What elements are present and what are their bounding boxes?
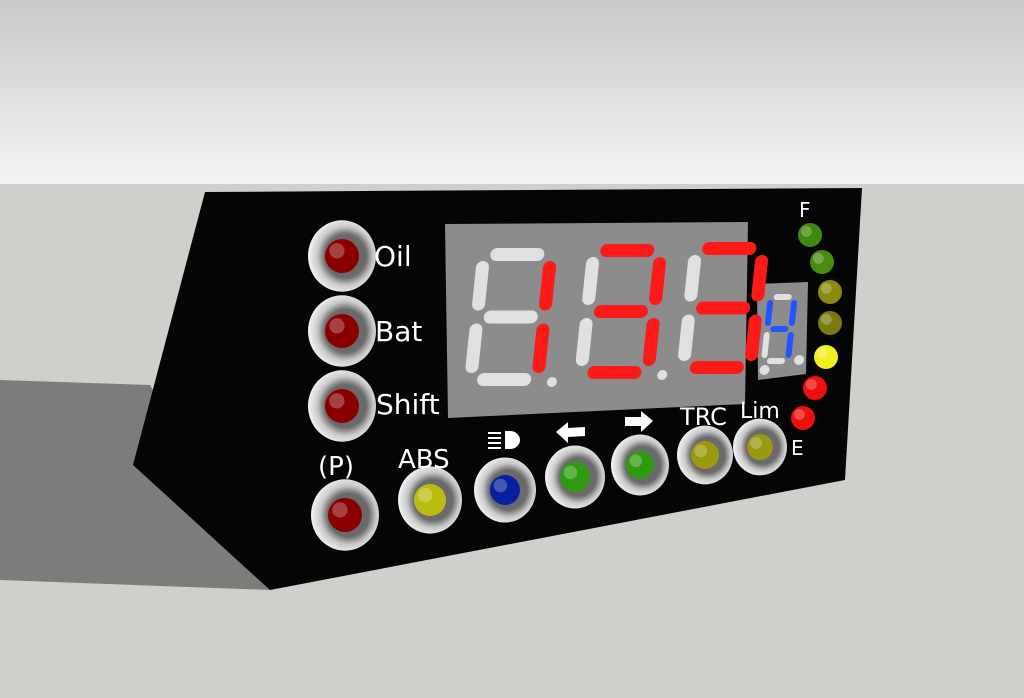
segment-d [766, 358, 785, 364]
trc-led [677, 425, 733, 485]
segment-d [477, 373, 532, 386]
left-turn-led [545, 445, 605, 509]
fuel-full-label: F [799, 198, 811, 222]
fuel-led [803, 376, 827, 400]
segment-c [745, 314, 762, 361]
segment-g [770, 326, 789, 332]
segment-c [532, 323, 550, 373]
led-layer [308, 220, 842, 551]
fuel-led [818, 280, 842, 304]
segment-a [490, 248, 545, 261]
segment-a [600, 244, 655, 257]
decimal-point [546, 377, 557, 387]
decimal-point [657, 370, 668, 380]
bat-label: Bat [375, 315, 422, 348]
fuel-led [791, 406, 815, 430]
segment-g [593, 305, 648, 318]
segment-f [582, 257, 599, 305]
sky [0, 0, 1024, 184]
lim-label: Lim [740, 399, 780, 424]
abs-label: ABS [398, 445, 450, 475]
speed-display [445, 222, 748, 418]
battery-led [308, 295, 376, 367]
segment-f [472, 261, 489, 311]
decimal-point [759, 365, 770, 375]
fuel-led [810, 250, 834, 274]
lim-led [733, 418, 787, 476]
segment-c [785, 332, 794, 358]
segment-a [702, 242, 757, 255]
park-label: (P) [318, 452, 354, 482]
shift-label: Shift [376, 388, 440, 421]
headlight-led [474, 457, 536, 523]
fuel-led [814, 345, 838, 369]
trc-label: TRC [679, 403, 727, 431]
segment-e [678, 314, 695, 361]
segment-e [761, 332, 770, 358]
speed-digit [575, 244, 668, 380]
digit-layer [465, 242, 805, 387]
segment-b [788, 300, 798, 326]
abs-led [398, 466, 462, 534]
shift-led [308, 370, 376, 442]
fuel-led [818, 311, 842, 335]
segment-g [483, 310, 538, 324]
segment-b [539, 261, 556, 311]
segment-b [649, 257, 666, 305]
headlight-icon [488, 431, 520, 449]
segment-g [696, 301, 751, 315]
gear-digit [761, 294, 805, 365]
segment-d [689, 361, 744, 374]
segment-f [764, 300, 774, 326]
segment-d [587, 366, 642, 379]
segment-b [751, 255, 768, 302]
speed-digit [678, 242, 770, 375]
fuel-led [798, 223, 822, 247]
segment-c [642, 318, 660, 366]
fuel-empty-label: E [791, 436, 804, 460]
speed-digit [465, 248, 557, 387]
shadow [0, 380, 270, 590]
oil-led [308, 220, 376, 292]
decimal-point [794, 355, 805, 365]
segment-e [575, 318, 593, 366]
arrow-left-icon [556, 422, 585, 443]
arrow-right-icon [625, 411, 653, 432]
segment-a [773, 294, 792, 300]
right-turn-led [611, 434, 669, 496]
segment-f [684, 255, 701, 302]
park-led [311, 479, 379, 551]
oil-label: Oil [374, 240, 412, 273]
segment-e [465, 323, 483, 373]
